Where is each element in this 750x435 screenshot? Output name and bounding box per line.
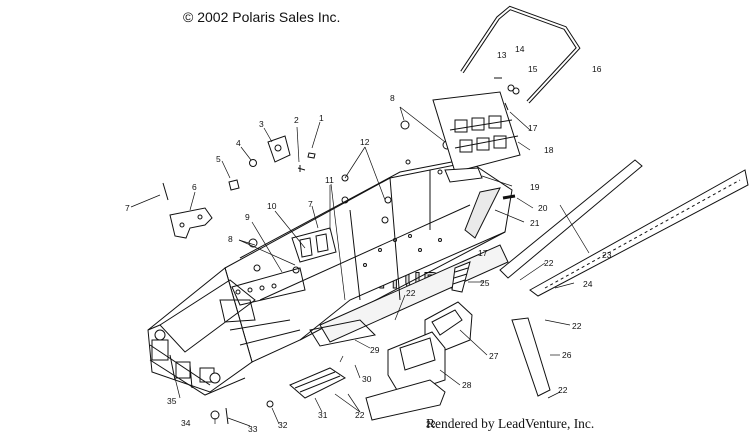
callout-34: 34 [181, 418, 191, 428]
copyright-notice: © 2002 Polaris Sales Inc. [183, 9, 341, 25]
callout-22f: 22 [426, 419, 436, 429]
callout-28: 28 [462, 380, 472, 390]
bushing-5 [228, 179, 240, 191]
callout-31: 31 [318, 410, 328, 420]
callout-19: 19 [530, 182, 540, 192]
nut-34 [210, 410, 220, 420]
callout-15: 15 [528, 64, 538, 74]
snowflap-18 [432, 91, 521, 173]
callout-32: 32 [278, 420, 288, 430]
callout-20: 20 [538, 203, 548, 213]
front-frame [147, 267, 306, 396]
callout-26: 26 [562, 350, 572, 360]
callout-11: 11 [325, 175, 334, 185]
callout-10: 10 [267, 201, 277, 211]
callout-22d: 22 [558, 385, 568, 395]
handle-16 [460, 5, 581, 104]
callout-6: 6 [192, 182, 197, 192]
callout-22b: 22 [406, 288, 416, 298]
washer-4 [249, 159, 257, 167]
callout-12: 12 [360, 137, 370, 147]
callout-5: 5 [216, 154, 221, 164]
callout-7b: 7 [308, 199, 313, 209]
rendered-by-credit: Rendered by LeadVenture, Inc. [426, 416, 595, 431]
washer-14 [507, 84, 515, 92]
callout-25: 25 [480, 278, 490, 288]
callout-30: 30 [362, 374, 372, 384]
chassis-tunnel [224, 120, 513, 363]
bracket-26 [511, 317, 551, 397]
callout-9: 9 [245, 212, 250, 222]
bolt-2 [297, 165, 306, 172]
washer-32 [266, 400, 274, 408]
spring-25 [451, 261, 471, 293]
callout-35: 35 [167, 396, 177, 406]
callout-8b: 8 [228, 234, 233, 244]
callout-2: 2 [294, 115, 299, 125]
callout-14: 14 [515, 44, 525, 54]
callout-18: 18 [544, 145, 554, 155]
callout-22e: 22 [355, 410, 365, 420]
callout-22c: 22 [572, 321, 582, 331]
callout-13: 13 [497, 50, 507, 60]
callout-27: 27 [489, 351, 499, 361]
rail-strip-24 [529, 169, 749, 297]
rail-strip-23 [499, 159, 643, 279]
callout-21: 21 [530, 218, 540, 228]
callout-33: 33 [248, 424, 258, 434]
callout-3: 3 [259, 119, 264, 129]
callout-23: 23 [602, 250, 612, 260]
bracket-19 [444, 167, 483, 183]
callout-17b: 17 [478, 248, 488, 258]
bracket-6 [169, 207, 213, 239]
callout-7a: 7 [125, 203, 130, 213]
rivet-17a [504, 102, 509, 111]
callout-22a: 22 [544, 258, 554, 268]
nut-1 [307, 152, 316, 159]
callout-17a: 17 [528, 123, 538, 133]
bracket-3 [267, 135, 291, 163]
nut-15 [512, 87, 520, 95]
callout-16: 16 [592, 64, 602, 74]
callout-24: 24 [583, 279, 593, 289]
rivet-7a [162, 182, 169, 201]
leader-lines [130, 106, 590, 427]
pin-20 [502, 194, 516, 200]
callout-1: 1 [319, 113, 324, 123]
bolt-33 [225, 407, 229, 425]
callout-29: 29 [370, 345, 380, 355]
callout-8a: 8 [390, 93, 395, 103]
callout-4: 4 [236, 138, 241, 148]
rail-21 [464, 187, 501, 239]
callout-labels: 1 2 3 4 5 6 7 7 8 8 9 10 11 12 13 14 15 … [125, 44, 612, 434]
footrest-31 [289, 367, 346, 399]
